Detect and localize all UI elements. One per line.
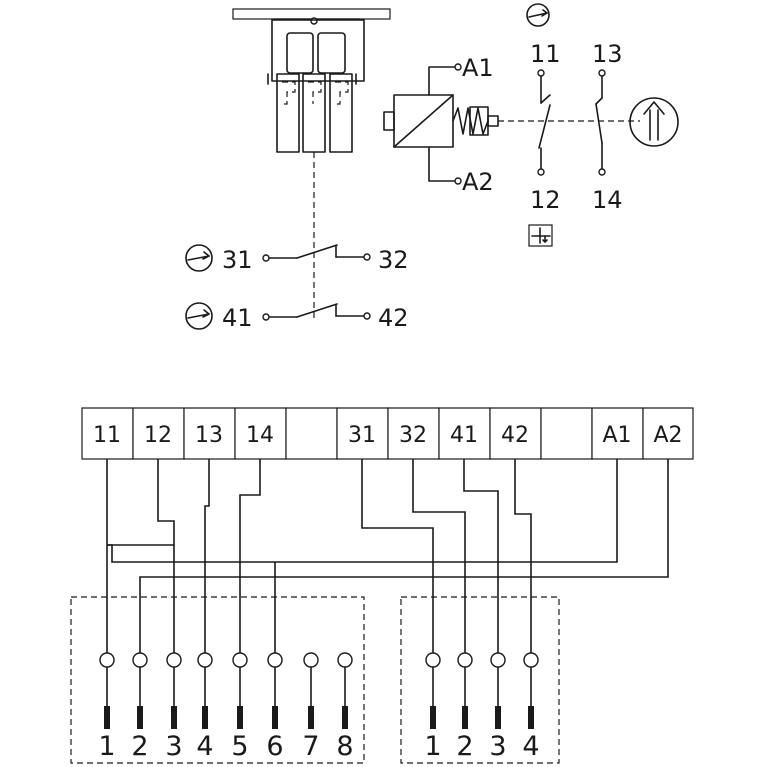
connector-left-pins [99, 652, 353, 729]
connector-left-pin-label: 4 [196, 731, 213, 762]
terminal-label: 11 [93, 423, 121, 448]
wiring [106, 459, 669, 654]
connector-left-pin-label: 6 [266, 731, 283, 762]
coil-a1-label: A1 [462, 54, 494, 82]
lock-contact-31-32 [262, 244, 371, 262]
lock-contact-41-42 [262, 303, 371, 321]
connector-left-pin-label: 2 [131, 731, 148, 762]
terminal-cell [336, 407, 389, 460]
terminal-label: 12 [144, 423, 172, 448]
connector-pin [303, 652, 319, 729]
connector-left-pin-label: 1 [98, 731, 115, 762]
connector-pin [132, 652, 148, 729]
connector-pin [457, 652, 473, 729]
connector-pin [425, 652, 441, 729]
connector-right-pin-label: 2 [456, 731, 473, 762]
terminal-cell [642, 407, 694, 460]
connector-right-pin-label: 1 [424, 731, 441, 762]
actuator-head [232, 8, 391, 153]
connector-left-frame [70, 596, 365, 764]
connector-left-pin-label: 7 [302, 731, 319, 762]
terminal-label: 42 [501, 423, 529, 448]
connector-pin [490, 652, 506, 729]
connector-pin [337, 652, 353, 729]
terminal-label: 32 [399, 423, 427, 448]
connector-right-pin-label: 3 [489, 731, 506, 762]
no-contact-label-13: 13 [592, 40, 623, 68]
connector-pin [267, 652, 283, 729]
terminal-cell [285, 407, 338, 460]
positive-opening-icon [526, 3, 550, 27]
connector-left-pin-label: 5 [231, 731, 248, 762]
terminal-cell [183, 407, 236, 460]
terminal-cell [438, 407, 491, 460]
nc-contact-label-12: 12 [530, 186, 561, 214]
connector-right-pins [425, 652, 539, 729]
connector-right-pin-label: 4 [522, 731, 539, 762]
terminal-label: 14 [246, 423, 274, 448]
terminal-cell [591, 407, 644, 460]
lock-contact-label-41: 41 [222, 304, 253, 332]
terminal-label: A1 [602, 423, 631, 448]
connector-pin [232, 652, 248, 729]
no-contact-label-14: 14 [592, 186, 623, 214]
terminal-label: 41 [450, 423, 478, 448]
connector-pin [166, 652, 182, 729]
connector-left-pin-label: 8 [336, 731, 353, 762]
aux-nc-contact [537, 69, 551, 176]
connector-left-pin-label: 3 [165, 731, 182, 762]
direction-arrow-icon [629, 97, 679, 147]
connector-pin [523, 652, 539, 729]
solenoid-coil [383, 63, 499, 185]
lock-contact-label-32: 32 [378, 246, 409, 274]
aux-no-contact [595, 69, 606, 176]
terminal-label: 13 [195, 423, 223, 448]
coil-a2-label: A2 [462, 168, 494, 196]
terminal-label: A2 [653, 423, 682, 448]
connector-right-frame [400, 596, 560, 764]
terminal-cell [81, 407, 134, 460]
connector-pin [99, 652, 115, 729]
lock-contact-label-31: 31 [222, 246, 253, 274]
terminal-cell [540, 407, 593, 460]
positive-opening-icon-31 [185, 244, 213, 272]
connector-pin [197, 652, 213, 729]
terminal-label: 31 [348, 423, 376, 448]
positive-opening-icon-41 [185, 302, 213, 330]
lock-contact-label-42: 42 [378, 304, 409, 332]
lock-state-icon [528, 224, 553, 247]
terminal-strip: 11 12 13 14 31 32 41 42 A1 A2 [81, 407, 694, 460]
nc-contact-label-11: 11 [530, 40, 561, 68]
